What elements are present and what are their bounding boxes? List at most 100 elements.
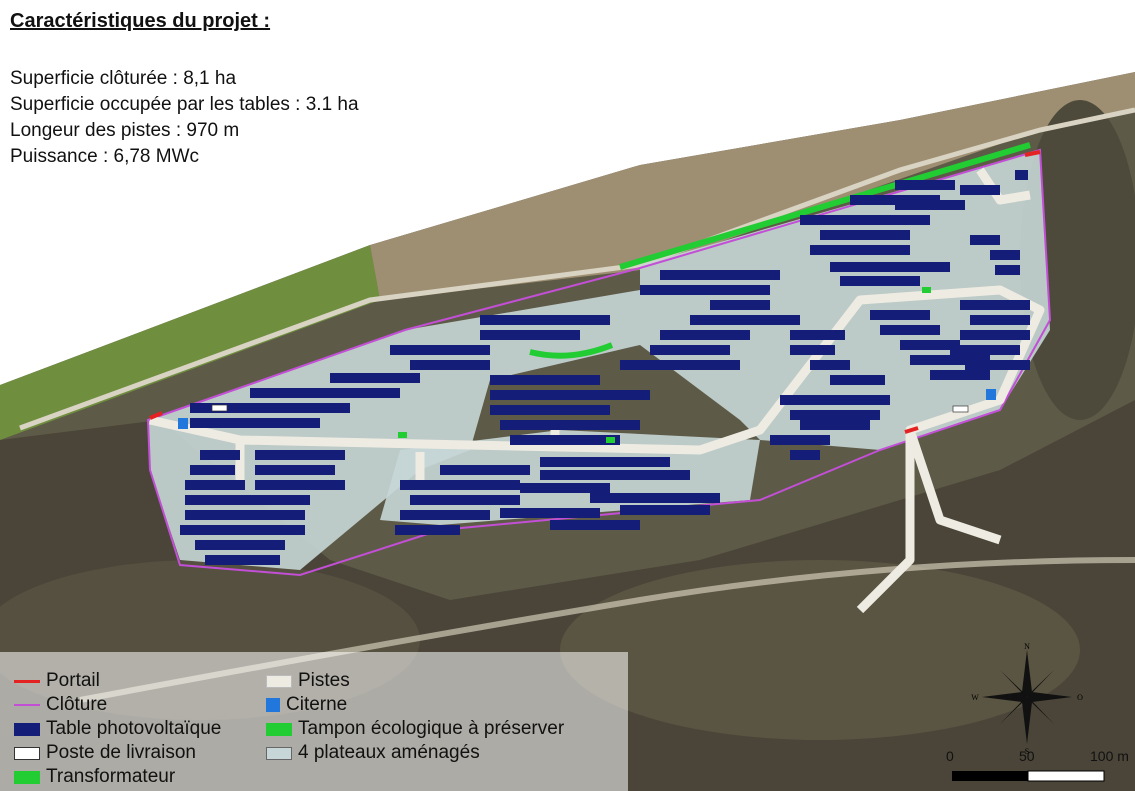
legend-table: Table photovoltaïque — [14, 718, 221, 740]
pv-table-row — [390, 345, 490, 355]
legend-citerne: Citerne — [266, 694, 347, 716]
ecological-buffer — [619, 142, 1031, 270]
pv-table-row — [395, 525, 460, 535]
legend-transformateur: Transformateur — [14, 766, 175, 788]
pv-table-row — [790, 450, 820, 460]
legend-table-label: Table photovoltaïque — [46, 718, 222, 739]
pv-table-row — [180, 525, 305, 535]
fence-line — [146, 148, 1052, 577]
ecological-buffer-2 — [529, 342, 614, 359]
pv-table-row — [490, 375, 600, 385]
pv-table-row — [500, 420, 640, 430]
pv-table-row — [970, 235, 1000, 245]
pv-table-row — [820, 230, 910, 240]
legend-transformateur-label: Transformateur — [46, 766, 176, 787]
pv-table-row — [540, 470, 690, 480]
pv-table-row — [640, 285, 770, 295]
pv-table-row — [550, 520, 640, 530]
scale-label-50: 50 — [1019, 748, 1035, 764]
pv-table-row — [185, 495, 255, 505]
pv-table-row — [690, 315, 800, 325]
legend-poste: Poste de livraison — [14, 742, 196, 764]
pv-table-row — [500, 508, 600, 518]
pv-table-row — [880, 325, 940, 335]
info-length-tracks: Longeur des pistes : 970 m — [10, 120, 240, 141]
legend-cloture-label: Clôture — [46, 694, 108, 715]
legend-cloture-swatch — [14, 704, 40, 706]
legend-pistes-label: Pistes — [298, 670, 350, 691]
pv-table-row — [910, 355, 990, 365]
pv-table-row — [410, 360, 490, 370]
legend-citerne-label: Citerne — [286, 694, 348, 715]
pv-table-row — [830, 262, 950, 272]
pv-table-row — [250, 388, 400, 398]
pv-table-row — [255, 465, 335, 475]
pv-tables — [180, 170, 1030, 565]
pv-table-row — [185, 480, 245, 490]
pv-table-row — [205, 555, 280, 565]
page-title: Caractéristiques du projet : — [10, 10, 271, 32]
pv-table-row — [190, 418, 320, 428]
legend-plateaux: 4 plateaux aménagés — [266, 742, 480, 764]
pv-table-row — [400, 510, 490, 520]
legend-pistes: Pistes — [266, 670, 350, 692]
pv-table-row — [960, 300, 1030, 310]
pv-table-row — [895, 200, 965, 210]
pv-table-row — [810, 245, 910, 255]
compass-n: N — [1024, 642, 1030, 651]
pv-table-row — [650, 345, 730, 355]
pv-table-row — [780, 395, 890, 405]
pv-table-row — [255, 495, 310, 505]
legend-tampon: Tampon écologique à préserver — [266, 718, 564, 740]
compass-e: O — [1077, 693, 1083, 702]
pv-table-row — [960, 330, 1030, 340]
pv-table-row — [995, 265, 1020, 275]
pv-table-row — [200, 450, 240, 460]
pv-table-row — [400, 480, 520, 490]
pv-table-row — [710, 300, 770, 310]
pv-table-row — [620, 505, 710, 515]
legend-portail: Portail — [14, 670, 100, 692]
legend-poste-swatch — [14, 746, 40, 760]
transformer-3 — [922, 287, 931, 293]
pv-table-row — [800, 215, 930, 225]
pv-table-row — [870, 310, 930, 320]
pv-table-row — [480, 315, 610, 325]
legend-poste-label: Poste de livraison — [46, 742, 196, 763]
pv-table-row — [590, 493, 720, 503]
pv-table-row — [840, 276, 920, 286]
pv-table-row — [790, 410, 880, 420]
pv-table-row — [930, 370, 990, 380]
pv-table-row — [490, 405, 610, 415]
info-area-tables: Superficie occupée par les tables : 3.1 … — [10, 94, 359, 115]
pv-table-row — [510, 435, 620, 445]
legend: Portail Clôture Table photovoltaïque Pos… — [0, 652, 628, 791]
pv-table-row — [540, 457, 670, 467]
pv-table-row — [900, 340, 960, 350]
cistern-2 — [986, 389, 996, 400]
pv-table-row — [480, 330, 580, 340]
cistern-1 — [178, 418, 188, 429]
pv-table-row — [790, 345, 835, 355]
pv-table-row — [490, 390, 650, 400]
pv-table-row — [770, 435, 830, 445]
legend-portail-label: Portail — [46, 670, 100, 691]
pv-table-row — [990, 250, 1020, 260]
scale-label-0: 0 — [946, 748, 954, 764]
delivery-station-1 — [211, 404, 228, 412]
pv-table-row — [195, 540, 285, 550]
legend-pistes-swatch — [266, 674, 292, 688]
pv-table-row — [330, 373, 420, 383]
pv-table-row — [965, 360, 1030, 370]
pv-table-row — [185, 510, 305, 520]
pv-table-row — [960, 185, 1000, 195]
gates — [149, 150, 1041, 434]
legend-table-swatch — [14, 722, 40, 736]
pv-table-row — [190, 403, 350, 413]
scale-label-100: 100 m — [1090, 748, 1129, 764]
info-power: Puissance : 6,78 MWc — [10, 146, 200, 167]
legend-citerne-swatch — [266, 698, 280, 712]
pv-table-row — [1015, 170, 1028, 180]
pv-table-row — [950, 345, 1020, 355]
